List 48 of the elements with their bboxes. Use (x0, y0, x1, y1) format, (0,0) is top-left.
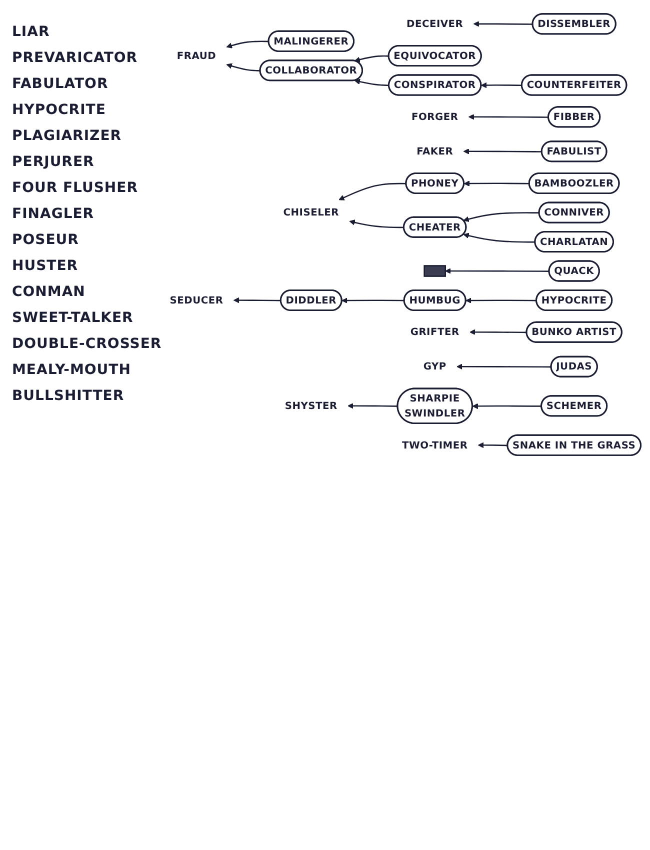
arrow (226, 63, 260, 72)
list-word: FOUR FLUSHER (12, 180, 138, 196)
list-word: HUSTER (12, 258, 78, 274)
list-word: POSEUR (12, 232, 79, 248)
arrow (354, 55, 389, 62)
arrow (226, 40, 269, 48)
node-text: TWO-TIMER (402, 439, 468, 451)
arrow (456, 364, 552, 370)
list-word: DOUBLE-CROSSER (12, 336, 162, 352)
list-word: FABULATOR (12, 76, 108, 92)
arrow (473, 21, 533, 27)
node-text: GYP (423, 360, 446, 372)
list-word: FINAGLER (12, 206, 94, 222)
list-word: MEALY-MOUTH (12, 362, 131, 378)
list-word: PERJURER (12, 154, 94, 170)
list-word: PREVARICATOR (12, 50, 138, 66)
arrow (480, 82, 522, 88)
node-scribble (424, 265, 446, 277)
arrow (338, 182, 406, 200)
arrow (463, 232, 536, 243)
arrow (478, 442, 508, 448)
node-text: SEDUCER (170, 294, 224, 306)
node-text: SHYSTER (284, 400, 338, 412)
arrow (445, 268, 550, 274)
arrow (233, 297, 281, 304)
node-text: FAKER (416, 145, 454, 158)
arrow (466, 298, 537, 304)
arrow (354, 78, 390, 86)
arrow (348, 403, 398, 409)
arrow (463, 212, 540, 222)
arrow (463, 148, 542, 154)
node-text: CHISELER (283, 206, 339, 218)
list-word: BULLSHITTER (12, 388, 124, 404)
list-word: PLAGIARIZER (12, 128, 122, 144)
arrow (468, 114, 549, 120)
node-text: DECEIVER (406, 18, 464, 30)
node-text: GRIFTER (410, 326, 460, 338)
arrow (342, 298, 404, 304)
arrow (470, 329, 527, 336)
list-word: CONMAN (12, 284, 86, 300)
list-word: LIAR (12, 24, 50, 40)
arrow (349, 220, 404, 228)
list-word: SWEET-TALKER (12, 310, 134, 326)
arrow (464, 180, 530, 186)
node-text: FORGER (411, 110, 458, 123)
node-text: FRAUD (176, 50, 216, 62)
arrow (472, 403, 542, 410)
list-word: HYPOCRITE (12, 102, 106, 118)
